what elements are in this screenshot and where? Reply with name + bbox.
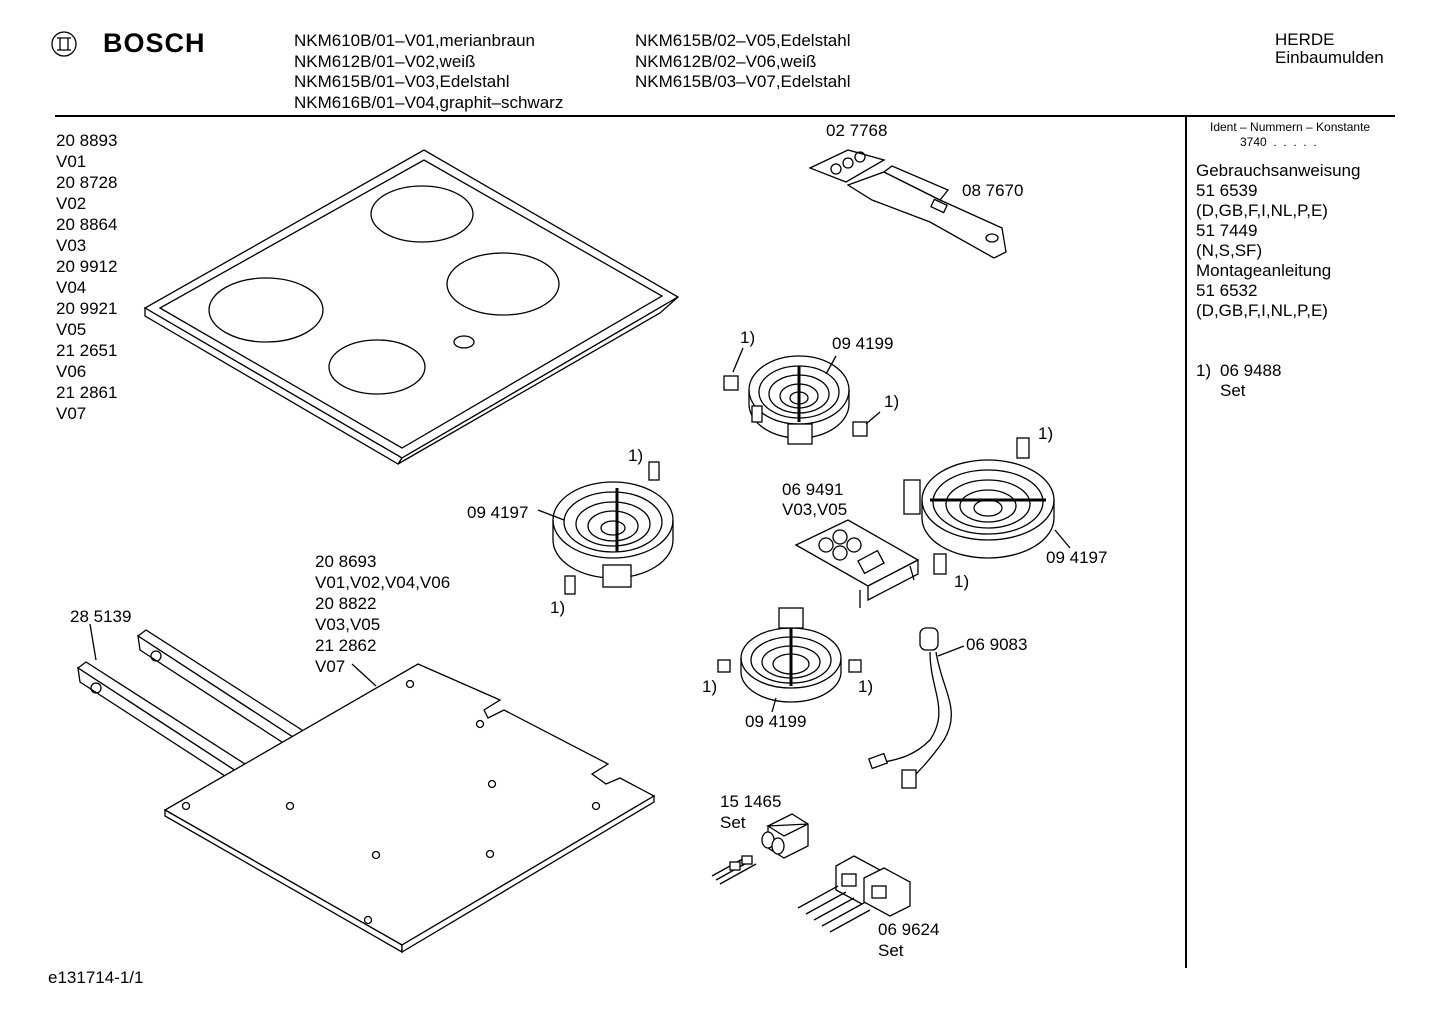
doc-line: Gebrauchsanweisung <box>1196 161 1361 180</box>
note-mark: 1) <box>628 446 644 465</box>
glass-variant: V05 <box>56 320 87 339</box>
note-part: 06 9488 <box>1220 361 1282 380</box>
glass-variant: 20 9921 <box>56 299 118 318</box>
part-label: Set <box>878 941 904 960</box>
doc-line: (D,GB,F,I,NL,P,E) <box>1196 301 1328 320</box>
model-line: NKM610B/01–V01,merianbraun <box>294 31 535 50</box>
plate-variant: 20 8822 <box>315 594 377 613</box>
part-label: V03,V05 <box>782 500 848 519</box>
model-line: NKM615B/02–V05,Edelstahl <box>635 31 851 50</box>
part-label: 06 9083 <box>966 635 1028 654</box>
glass-variant: V04 <box>56 278 87 297</box>
switch-board <box>794 519 920 608</box>
glass-variant: V03 <box>56 236 87 255</box>
model-line: NKM612B/02–V06,weiß <box>635 52 817 71</box>
model-line: NKM616B/01–V04,graphit–schwarz <box>294 93 564 112</box>
plate-variant: V03,V05 <box>315 615 381 634</box>
glass-cooktop <box>143 149 680 465</box>
glass-variant: 20 8728 <box>56 173 118 192</box>
sensor-cable <box>867 627 965 789</box>
doc-line: 51 7449 <box>1196 221 1258 240</box>
heater-bottom <box>717 607 862 713</box>
part-label: 08 7670 <box>962 181 1024 200</box>
glass-variant: 21 2651 <box>56 341 118 360</box>
mounting-rails <box>76 623 332 802</box>
category-line: Einbaumulden <box>1275 48 1384 67</box>
heater-right <box>903 437 1071 575</box>
ident-value: 3740 . . . . . <box>1240 135 1317 149</box>
drawing-id: e131714-1/1 <box>48 968 144 987</box>
part-label: 09 4199 <box>832 334 894 353</box>
glass-variant: V01 <box>56 152 87 171</box>
doc-line: (D,GB,F,I,NL,P,E) <box>1196 201 1328 220</box>
part-label: Set <box>720 813 746 832</box>
glass-variant: 20 9912 <box>56 257 118 276</box>
note-mark: 1) <box>1038 424 1054 443</box>
model-line: NKM612B/01–V02,weiß <box>294 52 476 71</box>
part-label: 28 5139 <box>70 607 132 626</box>
part-label: 06 9491 <box>782 480 844 499</box>
plate-variant: V07 <box>315 657 346 676</box>
ident-title: Ident – Nummern – Konstante <box>1210 120 1371 134</box>
note-mark: 1) <box>884 392 900 411</box>
scraper-tool <box>808 149 1007 259</box>
note-set: Set <box>1220 381 1246 400</box>
part-label: 06 9624 <box>878 920 940 939</box>
bosch-logo-icon <box>51 31 77 57</box>
note-mark: 1) <box>702 677 718 696</box>
category-line: HERDE <box>1275 30 1335 49</box>
bottom-plate <box>163 663 656 954</box>
brand-logo: BOSCH <box>103 28 206 58</box>
note-mark: 1) <box>550 598 566 617</box>
model-line: NKM615B/01–V03,Edelstahl <box>294 72 510 91</box>
plate-variant: 20 8693 <box>315 552 377 571</box>
glass-variant: 21 2861 <box>56 383 118 402</box>
doc-line: 51 6532 <box>1196 281 1258 300</box>
glass-variant: V07 <box>56 404 87 423</box>
heater-top <box>723 347 881 445</box>
note-mark: 1) <box>858 677 874 696</box>
part-label: 02 7768 <box>826 121 888 140</box>
terminal-block <box>797 855 911 933</box>
part-label: 09 4197 <box>1046 548 1108 567</box>
doc-line: 51 6539 <box>1196 181 1258 200</box>
glass-variant: 20 8893 <box>56 131 118 150</box>
model-line: NKM615B/03–V07,Edelstahl <box>635 72 851 91</box>
glass-variant: V02 <box>56 194 87 213</box>
note-mark: 1) <box>740 328 756 347</box>
plate-variant: 21 2862 <box>315 636 377 655</box>
note-ref: 1) <box>1196 361 1212 380</box>
doc-line: Montageanleitung <box>1196 261 1332 280</box>
note-mark: 1) <box>954 572 970 591</box>
connector-small <box>711 813 809 885</box>
glass-variant: 20 8864 <box>56 215 118 234</box>
part-label: 09 4197 <box>467 503 529 522</box>
plate-variant: V01,V02,V04,V06 <box>315 573 451 592</box>
part-label: 09 4199 <box>745 712 807 731</box>
doc-line: (N,S,SF) <box>1196 241 1263 260</box>
heater-left <box>537 461 674 595</box>
part-label: 15 1465 <box>720 792 782 811</box>
glass-variant: V06 <box>56 362 87 381</box>
